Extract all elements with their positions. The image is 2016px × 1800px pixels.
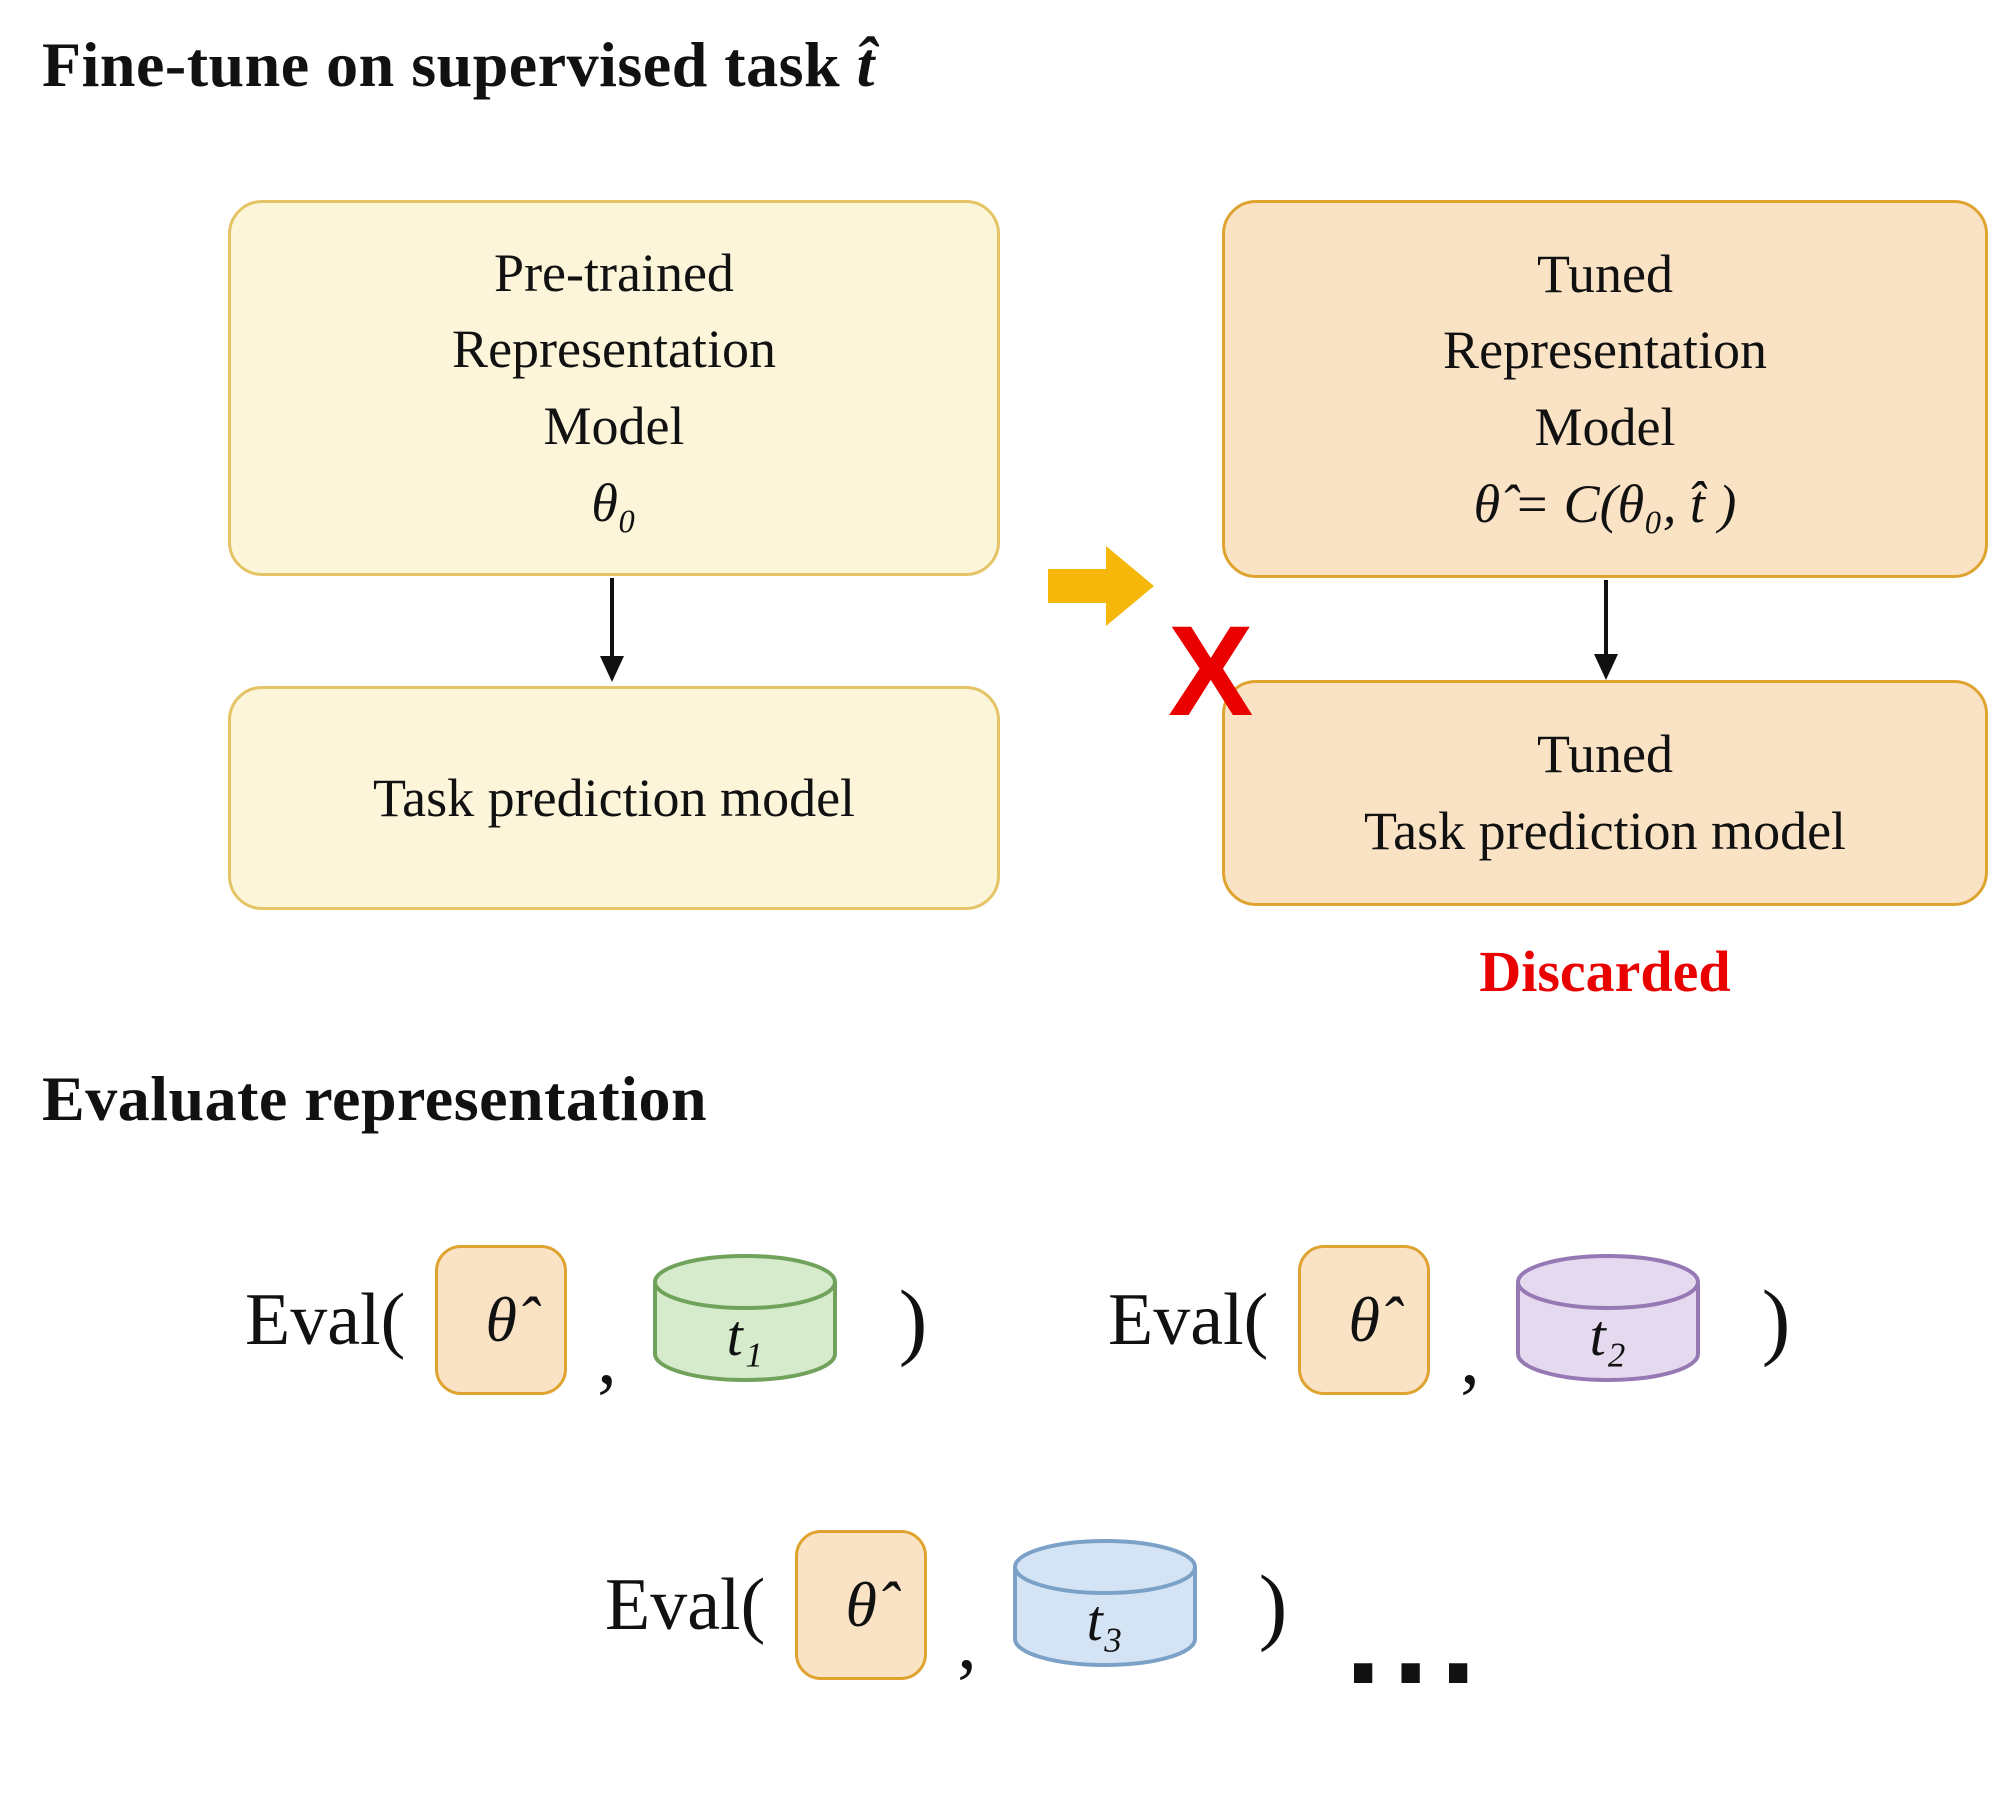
eval-fn-text-1: Eval(	[245, 1278, 406, 1361]
comma-1: ,	[597, 1313, 617, 1400]
eval-fn-text-3: Eval(	[605, 1563, 766, 1646]
box-tuned-representation-model: Tuned Representation Model θ̂ = C(θ₀, t̂…	[1222, 200, 1988, 578]
close-paren-2: )	[1761, 1272, 1791, 1368]
discarded-label: Discarded	[1479, 939, 1731, 1004]
section-title-finetune: Fine-tune on supervised task t̂	[42, 28, 875, 102]
box-tuned-rep-line-3: Model	[1534, 397, 1676, 457]
database-icon-t2	[1515, 1254, 1700, 1382]
theta-hat-label-1: θ̂	[485, 1284, 517, 1355]
section-title-finetune-text: Fine-tune on supervised task	[42, 29, 857, 100]
ellipsis-dots: ...	[1343, 1586, 1486, 1708]
box-tuned-rep-line-1: Tuned	[1536, 243, 1674, 304]
dataset-label-t1: t₁	[726, 1303, 763, 1368]
database-icon-t3	[1012, 1539, 1197, 1667]
down-arrow-icon-right	[1594, 580, 1618, 680]
box-tuned-rep-line-2: Representation	[1443, 320, 1767, 381]
box-pretrained-math-theta0: θ₀	[591, 472, 637, 533]
theta-hat-box-1: θ̂	[435, 1245, 568, 1395]
box-task-prediction-label: Task prediction model	[372, 767, 856, 828]
box-pretrained-line-1: Pre-trained	[494, 242, 734, 303]
theta-hat-label-3: θ̂	[845, 1569, 877, 1640]
comma-3: ,	[957, 1598, 977, 1685]
section-title-evaluate: Evaluate representation	[42, 1063, 708, 1134]
down-arrow-icon-left	[600, 578, 624, 682]
box-tuned-rep-math: θ̂ = C(θ₀, t̂ )	[1473, 473, 1737, 534]
close-paren-1: )	[898, 1272, 928, 1368]
discard-x-icon: X	[1168, 600, 1254, 743]
dataset-cylinder-t2: t₂	[1510, 1250, 1706, 1390]
section-title-finetune-math: t̂	[856, 29, 875, 100]
dataset-label-t2: t₂	[1589, 1303, 1626, 1368]
eval-fn-text-2: Eval(	[1108, 1278, 1269, 1361]
theta-hat-box-2: θ̂	[1298, 1245, 1431, 1395]
close-paren-3: )	[1258, 1557, 1288, 1653]
right-arrow-icon	[1048, 546, 1154, 626]
theta-hat-label-2: θ̂	[1348, 1284, 1380, 1355]
box-pretrained-line-2: Representation	[452, 319, 776, 380]
box-task-prediction-model: Task prediction model	[228, 686, 1000, 910]
box-tuned-task-prediction-model: Tuned Task prediction model	[1222, 680, 1988, 906]
box-pretrained-line-3: Model	[543, 396, 685, 456]
box-pretrained-representation-model: Pre-trained Representation Model θ₀	[228, 200, 1000, 576]
dataset-cylinder-t3: t₃	[1007, 1535, 1203, 1675]
database-icon-t1	[652, 1254, 837, 1382]
dataset-label-t3: t₃	[1086, 1588, 1123, 1653]
comma-2: ,	[1460, 1313, 1480, 1400]
dataset-cylinder-t1: t₁	[647, 1250, 843, 1390]
box-tuned-task-line-1: Tuned	[1536, 724, 1674, 785]
eval-group-t1: Eval( θ̂ , t₁ )	[245, 1240, 927, 1400]
theta-hat-box-3: θ̂	[795, 1530, 928, 1680]
eval-group-t3: Eval( θ̂ , t₃ ) ...	[605, 1525, 1486, 1699]
eval-group-t2: Eval( θ̂ , t₂ )	[1108, 1240, 1790, 1400]
box-tuned-task-line-2: Task prediction model	[1363, 801, 1847, 861]
